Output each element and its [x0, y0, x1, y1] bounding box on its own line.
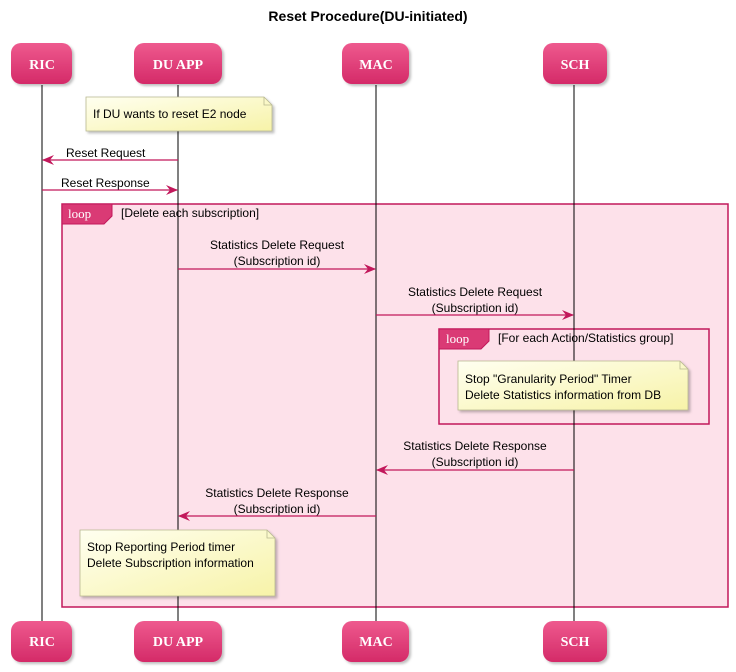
svg-text:Stop "Granularity Period" Time: Stop "Granularity Period" Timer [465, 372, 632, 386]
participant-sch-top: SCH [543, 43, 607, 84]
svg-text:Delete Subscription informatio: Delete Subscription information [87, 556, 254, 570]
loop-tag: loop [446, 331, 469, 346]
svg-text:Stop Reporting Period timer: Stop Reporting Period timer [87, 540, 235, 554]
message-reset-response: Reset Response [42, 176, 178, 195]
note-du-stop-reporting: Stop Reporting Period timer Delete Subsc… [79, 529, 276, 597]
svg-text:(Subscription id): (Subscription id) [234, 254, 321, 268]
lifelines [41, 85, 575, 622]
loop-tag: loop [68, 206, 91, 221]
message-reset-request: Reset Request [42, 146, 178, 165]
svg-text:Reset Request: Reset Request [66, 146, 146, 160]
message-stats-delete-request-du-mac: Statistics Delete Request (Subscription … [178, 238, 376, 274]
participant-sch-bottom: SCH [543, 621, 607, 662]
svg-text:DU APP: DU APP [153, 58, 204, 73]
svg-text:Statistics Delete Response: Statistics Delete Response [403, 439, 547, 453]
svg-text:SCH: SCH [561, 58, 590, 73]
participant-mac-bottom: MAC [342, 621, 409, 662]
note-sch-stop-timer: Stop "Granularity Period" Timer Delete S… [457, 360, 689, 411]
svg-text:Statistics Delete Response: Statistics Delete Response [205, 486, 349, 500]
svg-text:SCH: SCH [561, 635, 590, 650]
message-stats-delete-response-mac-du: Statistics Delete Response (Subscription… [178, 486, 376, 521]
svg-text:MAC: MAC [359, 635, 392, 650]
svg-text:(Subscription id): (Subscription id) [432, 455, 519, 469]
loop-condition: [Delete each subscription] [121, 206, 259, 220]
loop-condition: [For each Action/Statistics group] [498, 331, 673, 345]
svg-text:Statistics Delete Request: Statistics Delete Request [408, 285, 543, 299]
svg-text:(Subscription id): (Subscription id) [234, 502, 321, 516]
svg-text:If DU wants to reset E2 node: If DU wants to reset E2 node [93, 107, 247, 121]
svg-text:Statistics Delete Request: Statistics Delete Request [210, 238, 345, 252]
svg-text:(Subscription id): (Subscription id) [432, 301, 519, 315]
note-du-reset: If DU wants to reset E2 node [85, 96, 273, 132]
participant-ric-top: RIC [11, 43, 72, 84]
participant-mac-top: MAC [342, 43, 409, 84]
diagram-title: Reset Procedure(DU-initiated) [268, 8, 467, 24]
participant-du-app-top: DU APP [134, 43, 222, 84]
svg-text:Delete Statistics information: Delete Statistics information from DB [465, 388, 661, 402]
svg-text:Reset Response: Reset Response [61, 176, 150, 190]
svg-text:MAC: MAC [359, 58, 392, 73]
svg-text:RIC: RIC [29, 58, 55, 73]
participant-du-app-bottom: DU APP [134, 621, 222, 662]
participant-ric-bottom: RIC [11, 621, 72, 662]
message-stats-delete-request-mac-sch: Statistics Delete Request (Subscription … [376, 285, 574, 320]
message-stats-delete-response-sch-mac: Statistics Delete Response (Subscription… [376, 439, 574, 475]
svg-text:RIC: RIC [29, 635, 55, 650]
svg-text:DU APP: DU APP [153, 635, 204, 650]
